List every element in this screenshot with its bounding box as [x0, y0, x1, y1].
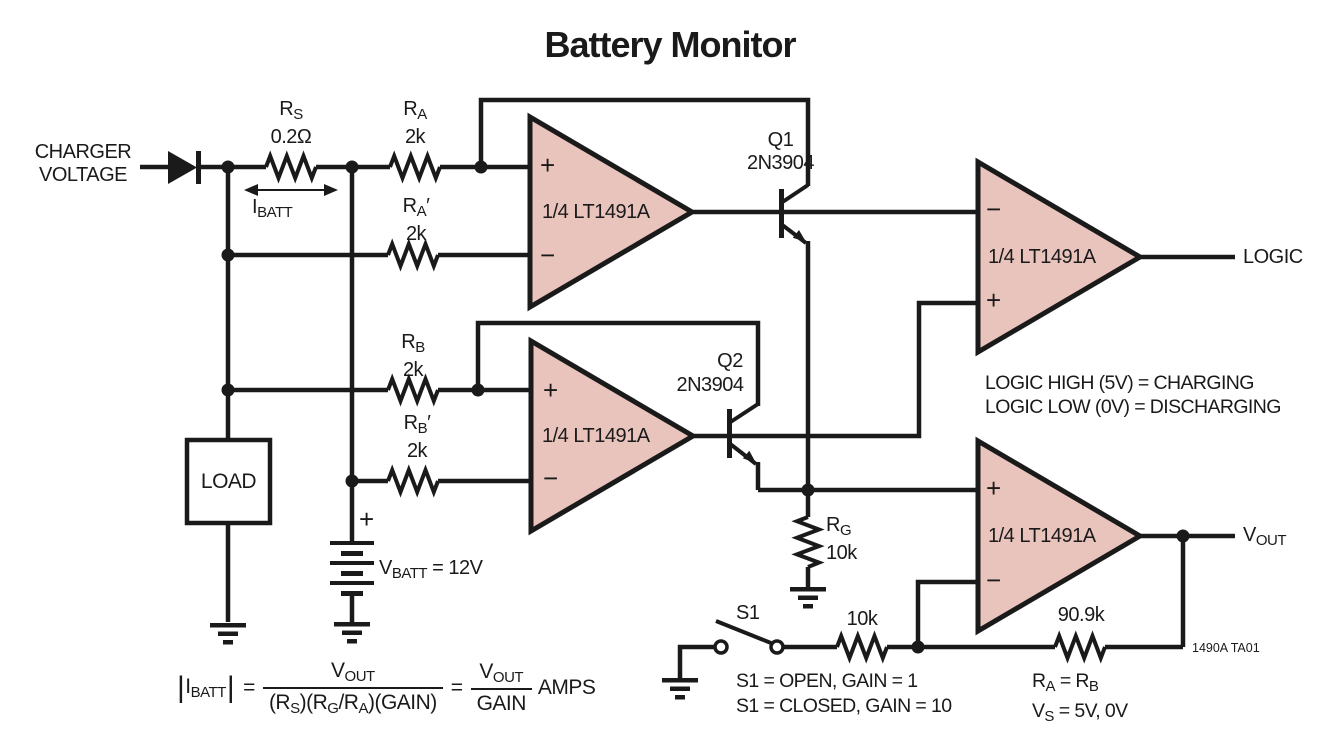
opamp4-minus-input: −: [986, 565, 1001, 595]
ground-battery: [334, 622, 370, 644]
formula-fraction-2: VOUT GAIN: [470, 660, 532, 716]
rg-label: RG 10k: [826, 514, 857, 564]
opamp4-plus-input: +: [986, 473, 1001, 503]
resistor-10k: [835, 630, 889, 664]
formula-unit: AMPS: [537, 676, 596, 699]
formula-fraction-1: VOUT (RS)(RG/RA)(GAIN): [262, 659, 443, 717]
resistor-rb-prime: [386, 464, 440, 498]
opamp3-label: 1/4 LT1491A: [988, 246, 1096, 268]
logic-output-label: LOGIC: [1243, 246, 1303, 268]
vout-output-label: VOUT: [1243, 524, 1287, 549]
diode: [168, 151, 201, 184]
ra-prime-label: RA′ 2k: [402, 195, 430, 245]
vbatt-label: VBATT = 12V: [379, 557, 483, 582]
resistor-ra-prime: [386, 238, 440, 272]
charger-voltage-label: CHARGER VOLTAGE: [34, 141, 132, 186]
opamp1-plus-input: +: [540, 150, 555, 180]
opamp2-triangle: [528, 336, 698, 536]
r10k-label: 10k: [846, 608, 878, 630]
resistor-ra: [388, 150, 442, 184]
switch-s1: [713, 619, 785, 655]
opamp-triangles: [527, 112, 1145, 636]
ground-s1: [662, 678, 698, 700]
resistor-zigzags: [264, 150, 1107, 664]
s1-gain-notes: S1 = OPEN, GAIN = 1 S1 = CLOSED, GAIN = …: [736, 670, 952, 717]
logic-notes: LOGIC HIGH (5V) = CHARGING LOGIC LOW (0V…: [985, 372, 1281, 418]
ibatt-label: IBATT: [252, 196, 293, 221]
doc-id-label: 1490A TA01: [1192, 641, 1260, 655]
opamp1-triangle: [527, 112, 697, 312]
q2-transistor: [727, 402, 760, 466]
page-title: Battery Monitor: [544, 24, 796, 65]
q1-transistor: [779, 183, 810, 245]
opamp3-minus-input: −: [986, 194, 1001, 224]
resistor-rs: [264, 150, 318, 184]
ground-rg: [790, 587, 826, 609]
opamp1-label: 1/4 LT1491A: [542, 201, 650, 223]
r909k-label: 90.9k: [1057, 604, 1105, 626]
rs-label: RS 0.2Ω: [270, 98, 312, 148]
q2-part-label: 2N3904: [676, 374, 744, 396]
opamp1-minus-input: −: [540, 240, 555, 270]
q1-label: Q1 2N3904: [746, 129, 815, 174]
opamp4-triangle: [975, 436, 1145, 636]
load-label: LOAD: [200, 469, 257, 493]
ground-load: [210, 623, 246, 645]
ibatt-arrow: [244, 184, 338, 196]
ra-label: RA 2k: [403, 98, 427, 148]
opamp4-label: 1/4 LT1491A: [988, 525, 1096, 547]
rb-prime-label: RB′ 2k: [403, 412, 431, 462]
opamp2-label: 1/4 LT1491A: [542, 425, 650, 447]
opamp3-triangle: [975, 157, 1145, 357]
s1-label: S1: [736, 602, 760, 624]
wires: [140, 97, 1235, 678]
load-box: [184, 437, 273, 526]
resistor-90k: [1053, 630, 1107, 664]
resistor-rb: [386, 373, 440, 407]
ibatt-formula: | IBATT | = VOUT (RS)(RG/RA)(GAIN) = VOU…: [177, 659, 596, 717]
battery-symbol: [330, 541, 374, 596]
opamp3-plus-input: +: [986, 285, 1001, 315]
opamp2-minus-input: −: [543, 463, 558, 493]
opamp2-plus-input: +: [543, 375, 558, 405]
rb-label: RB 2k: [401, 331, 425, 381]
battery-plus-sign: +: [359, 504, 374, 534]
q2-ref-label: Q2: [717, 350, 743, 372]
condition-notes: RA = RB VS = 5V, 0V: [1032, 670, 1128, 725]
resistor-rg: [791, 515, 825, 569]
junction-dots: [221, 160, 1190, 654]
